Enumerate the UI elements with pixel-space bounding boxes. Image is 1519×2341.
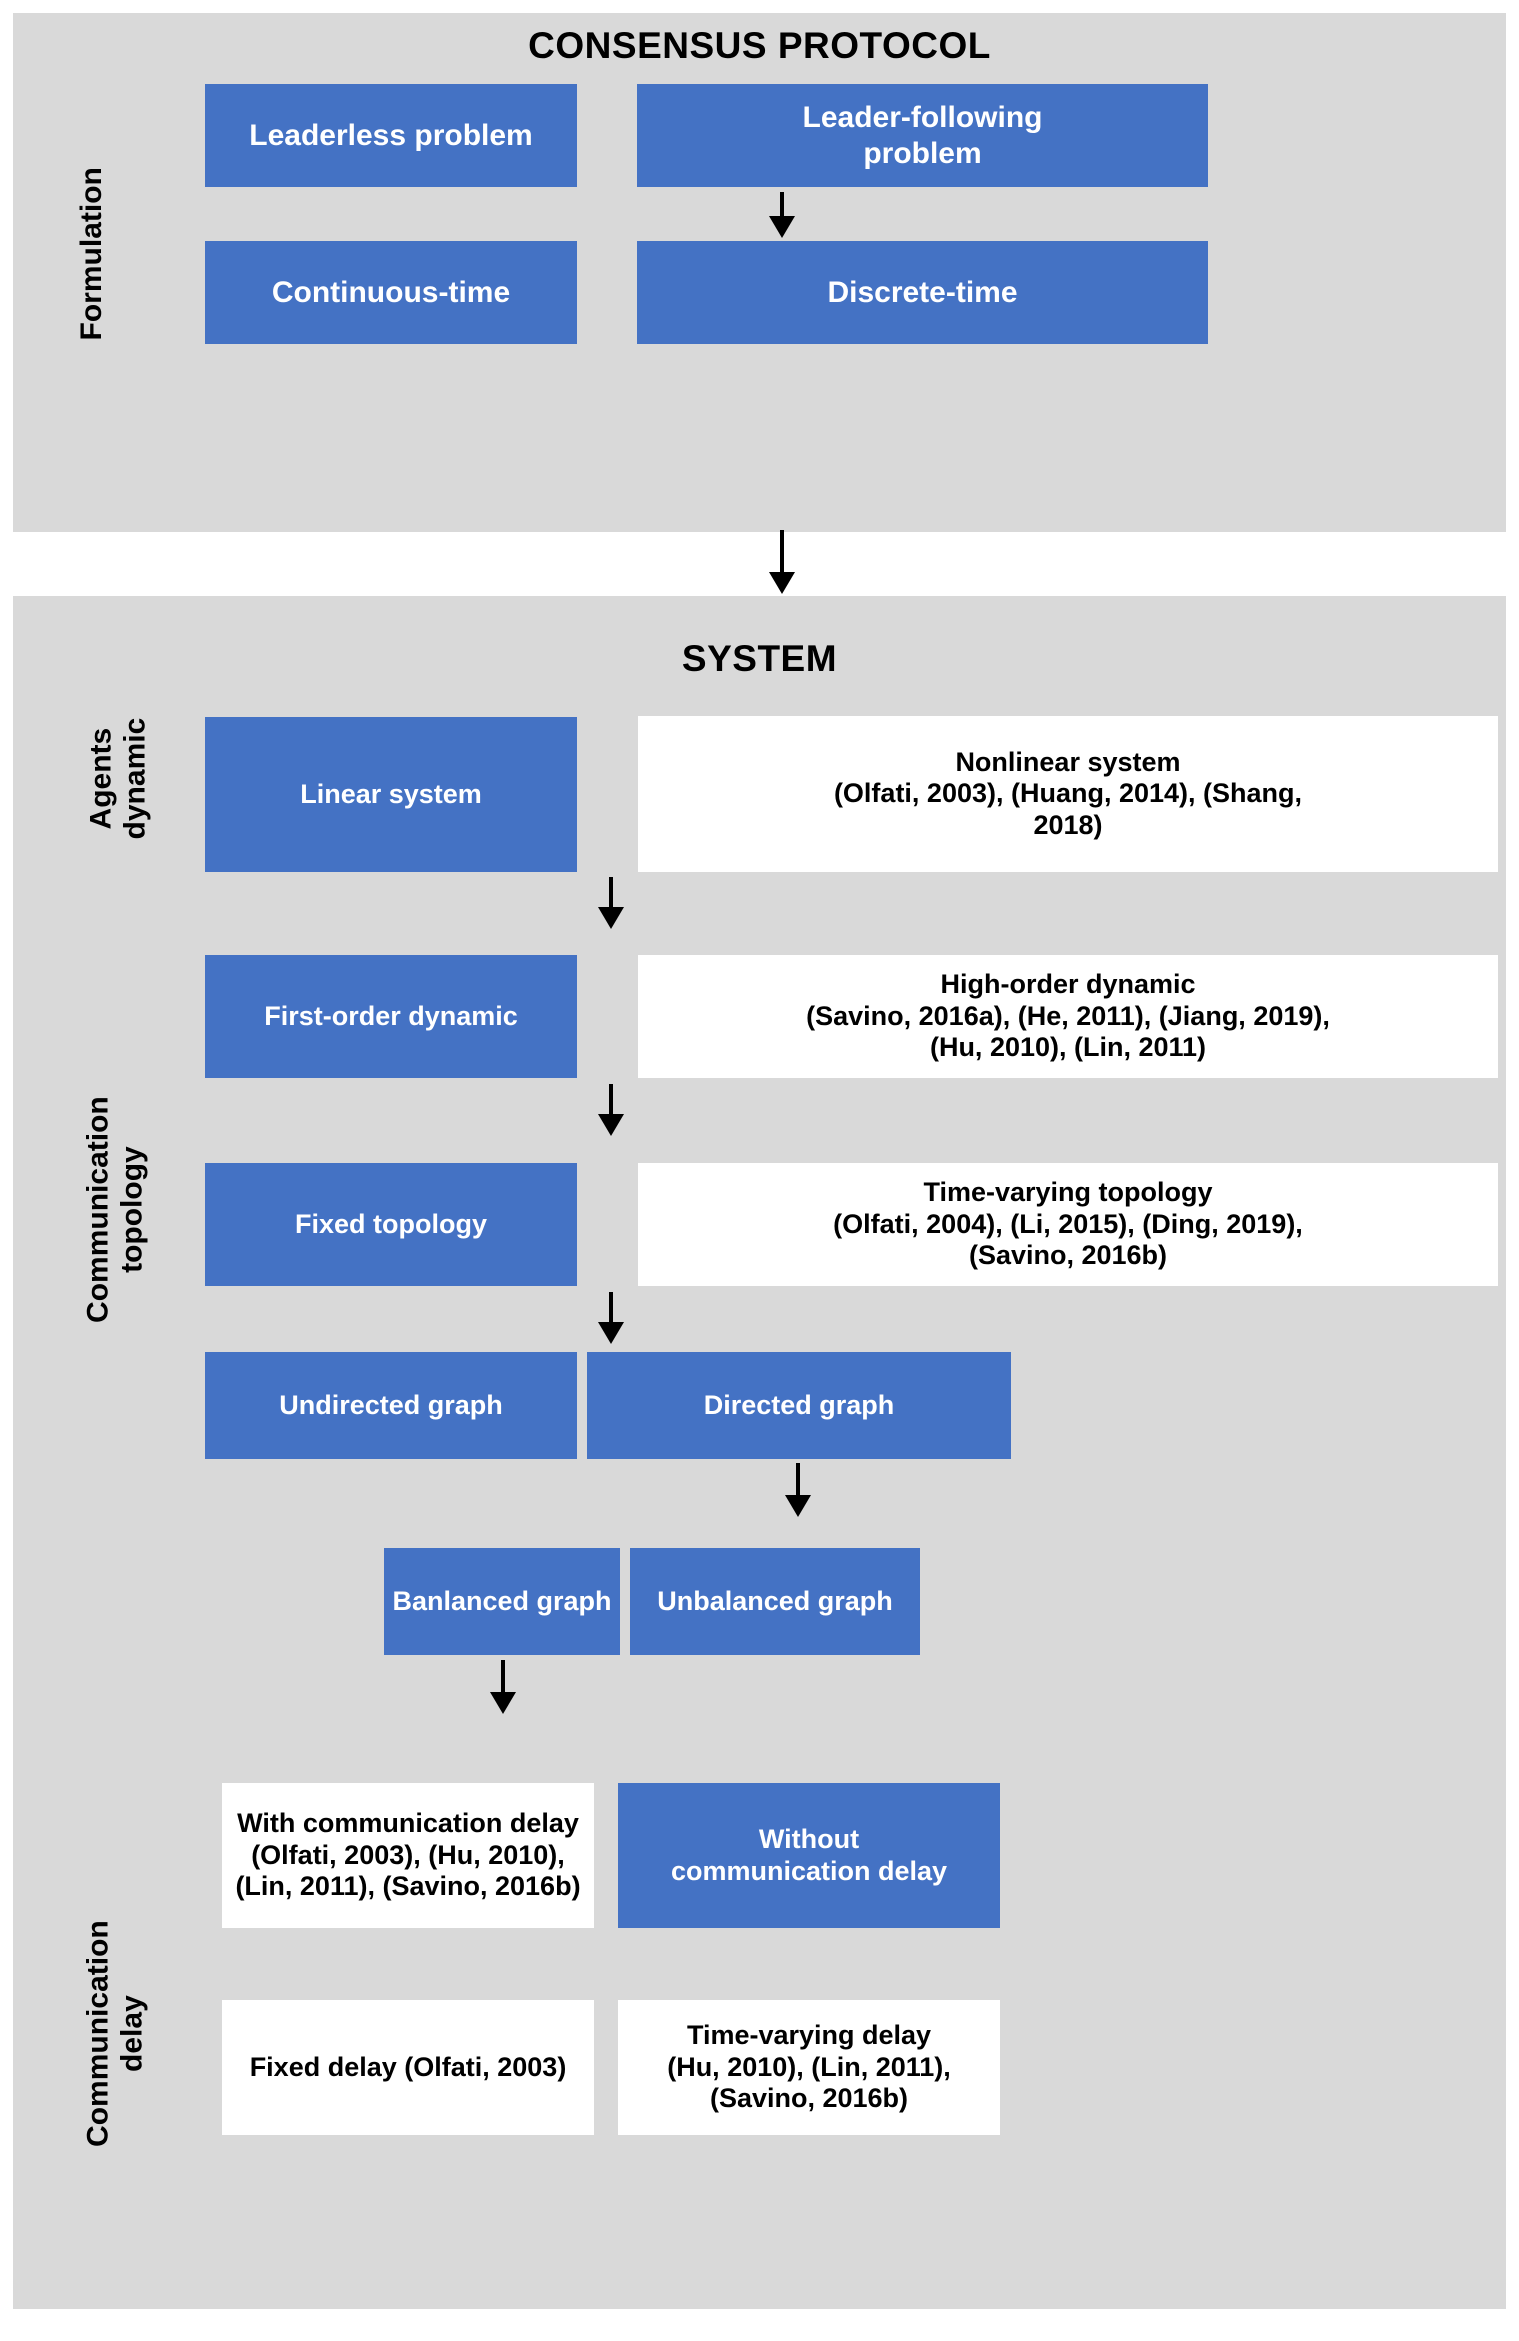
box-label: Time-varying topology (Olfati, 2004), (L… (833, 1177, 1303, 1271)
box-unbalanced-graph[interactable]: Unbalanced graph (630, 1548, 920, 1655)
box-label: First-order dynamic (264, 1000, 518, 1031)
box-fixed-topology[interactable]: Fixed topology (205, 1163, 577, 1286)
box-label: Time-varying delay (Hu, 2010), (Lin, 201… (667, 2020, 951, 2114)
box-label: Undirected graph (279, 1389, 503, 1420)
box-label: Without communication delay (670, 1823, 948, 1886)
box-continuous-time[interactable]: Continuous-time (205, 241, 577, 344)
box-fixed-delay[interactable]: Fixed delay (Olfati, 2003) (222, 2000, 594, 2135)
side-label-formulation: Formulation (75, 167, 109, 341)
box-label: With communication delay (Olfati, 2003),… (235, 1808, 581, 1902)
box-label: Fixed topology (295, 1208, 487, 1239)
box-without-communication-delay[interactable]: Without communication delay (618, 1783, 1000, 1928)
box-first-order-dynamic[interactable]: First-order dynamic (205, 955, 577, 1078)
box-label: Continuous-time (271, 275, 511, 309)
box-label: Unbalanced graph (657, 1585, 893, 1616)
box-time-varying-delay[interactable]: Time-varying delay (Hu, 2010), (Lin, 201… (618, 2000, 1000, 2135)
box-label: Leaderless problem (249, 118, 533, 152)
box-label: Fixed delay (Olfati, 2003) (249, 2051, 567, 2082)
box-discrete-time[interactable]: Discrete-time (637, 241, 1208, 344)
box-label: High-order dynamic (Savino, 2016a), (He,… (806, 969, 1330, 1063)
section-title-system: SYSTEM (681, 638, 838, 679)
side-label-communication-topology: Communication topology (81, 1096, 148, 1323)
box-leaderless-problem[interactable]: Leaderless problem (205, 84, 577, 187)
box-leader-following-problem[interactable]: Leader-following problem (637, 84, 1208, 187)
box-label: Leader-following problem (802, 101, 1043, 170)
box-high-order-dynamic[interactable]: High-order dynamic (Savino, 2016a), (He,… (638, 955, 1498, 1078)
box-label: Nonlinear system (Olfati, 2003), (Huang,… (833, 746, 1303, 840)
box-label: Discrete-time (827, 275, 1018, 309)
box-banlanced-graph[interactable]: Banlanced graph (384, 1548, 620, 1655)
section-title-consensus-protocol: CONSENSUS PROTOCOL (528, 25, 991, 66)
box-time-varying-topology[interactable]: Time-varying topology (Olfati, 2004), (L… (638, 1163, 1498, 1286)
box-label: Linear system (300, 778, 482, 809)
side-label-agents-dynamic: Agents dynamic (84, 717, 151, 840)
box-undirected-graph[interactable]: Undirected graph (205, 1352, 577, 1459)
box-with-communication-delay[interactable]: With communication delay (Olfati, 2003),… (222, 1783, 594, 1928)
box-linear-system[interactable]: Linear system (205, 717, 577, 872)
side-label-communication-delay: Communication delay (81, 1920, 148, 2147)
box-directed-graph[interactable]: Directed graph (587, 1352, 1011, 1459)
box-label: Banlanced graph (392, 1585, 612, 1616)
box-label: Directed graph (703, 1389, 895, 1420)
box-nonlinear-system[interactable]: Nonlinear system (Olfati, 2003), (Huang,… (638, 716, 1498, 872)
